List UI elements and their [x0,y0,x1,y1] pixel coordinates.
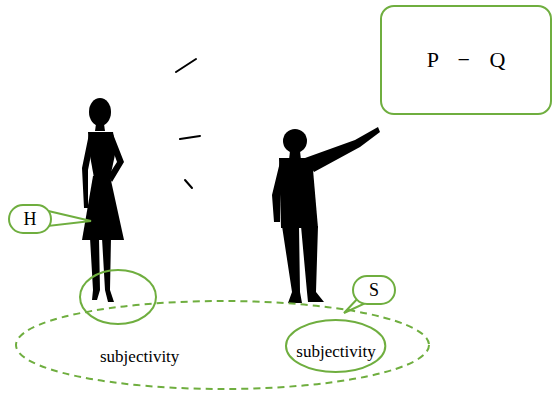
dashed-ellipse [16,301,429,389]
subjectivity-circle: subjectivity [285,319,386,373]
callout-outline [9,205,51,233]
callout-letter: H [24,209,37,230]
feet-circle [80,270,156,324]
region-label: subjectivity [296,342,375,362]
voice-strokes [176,59,200,188]
circle-outline [286,320,385,372]
subjectivity-region: subjectivity subjectivity [15,300,430,390]
region-label: subjectivity [100,347,179,367]
speech-box: P − Q [380,5,552,115]
callout-outline [353,276,395,304]
formula-text: P − Q [427,47,506,72]
callout-letter: S [369,280,379,301]
callout-bubble: H [8,204,52,234]
callout-bubble: S [352,275,396,305]
